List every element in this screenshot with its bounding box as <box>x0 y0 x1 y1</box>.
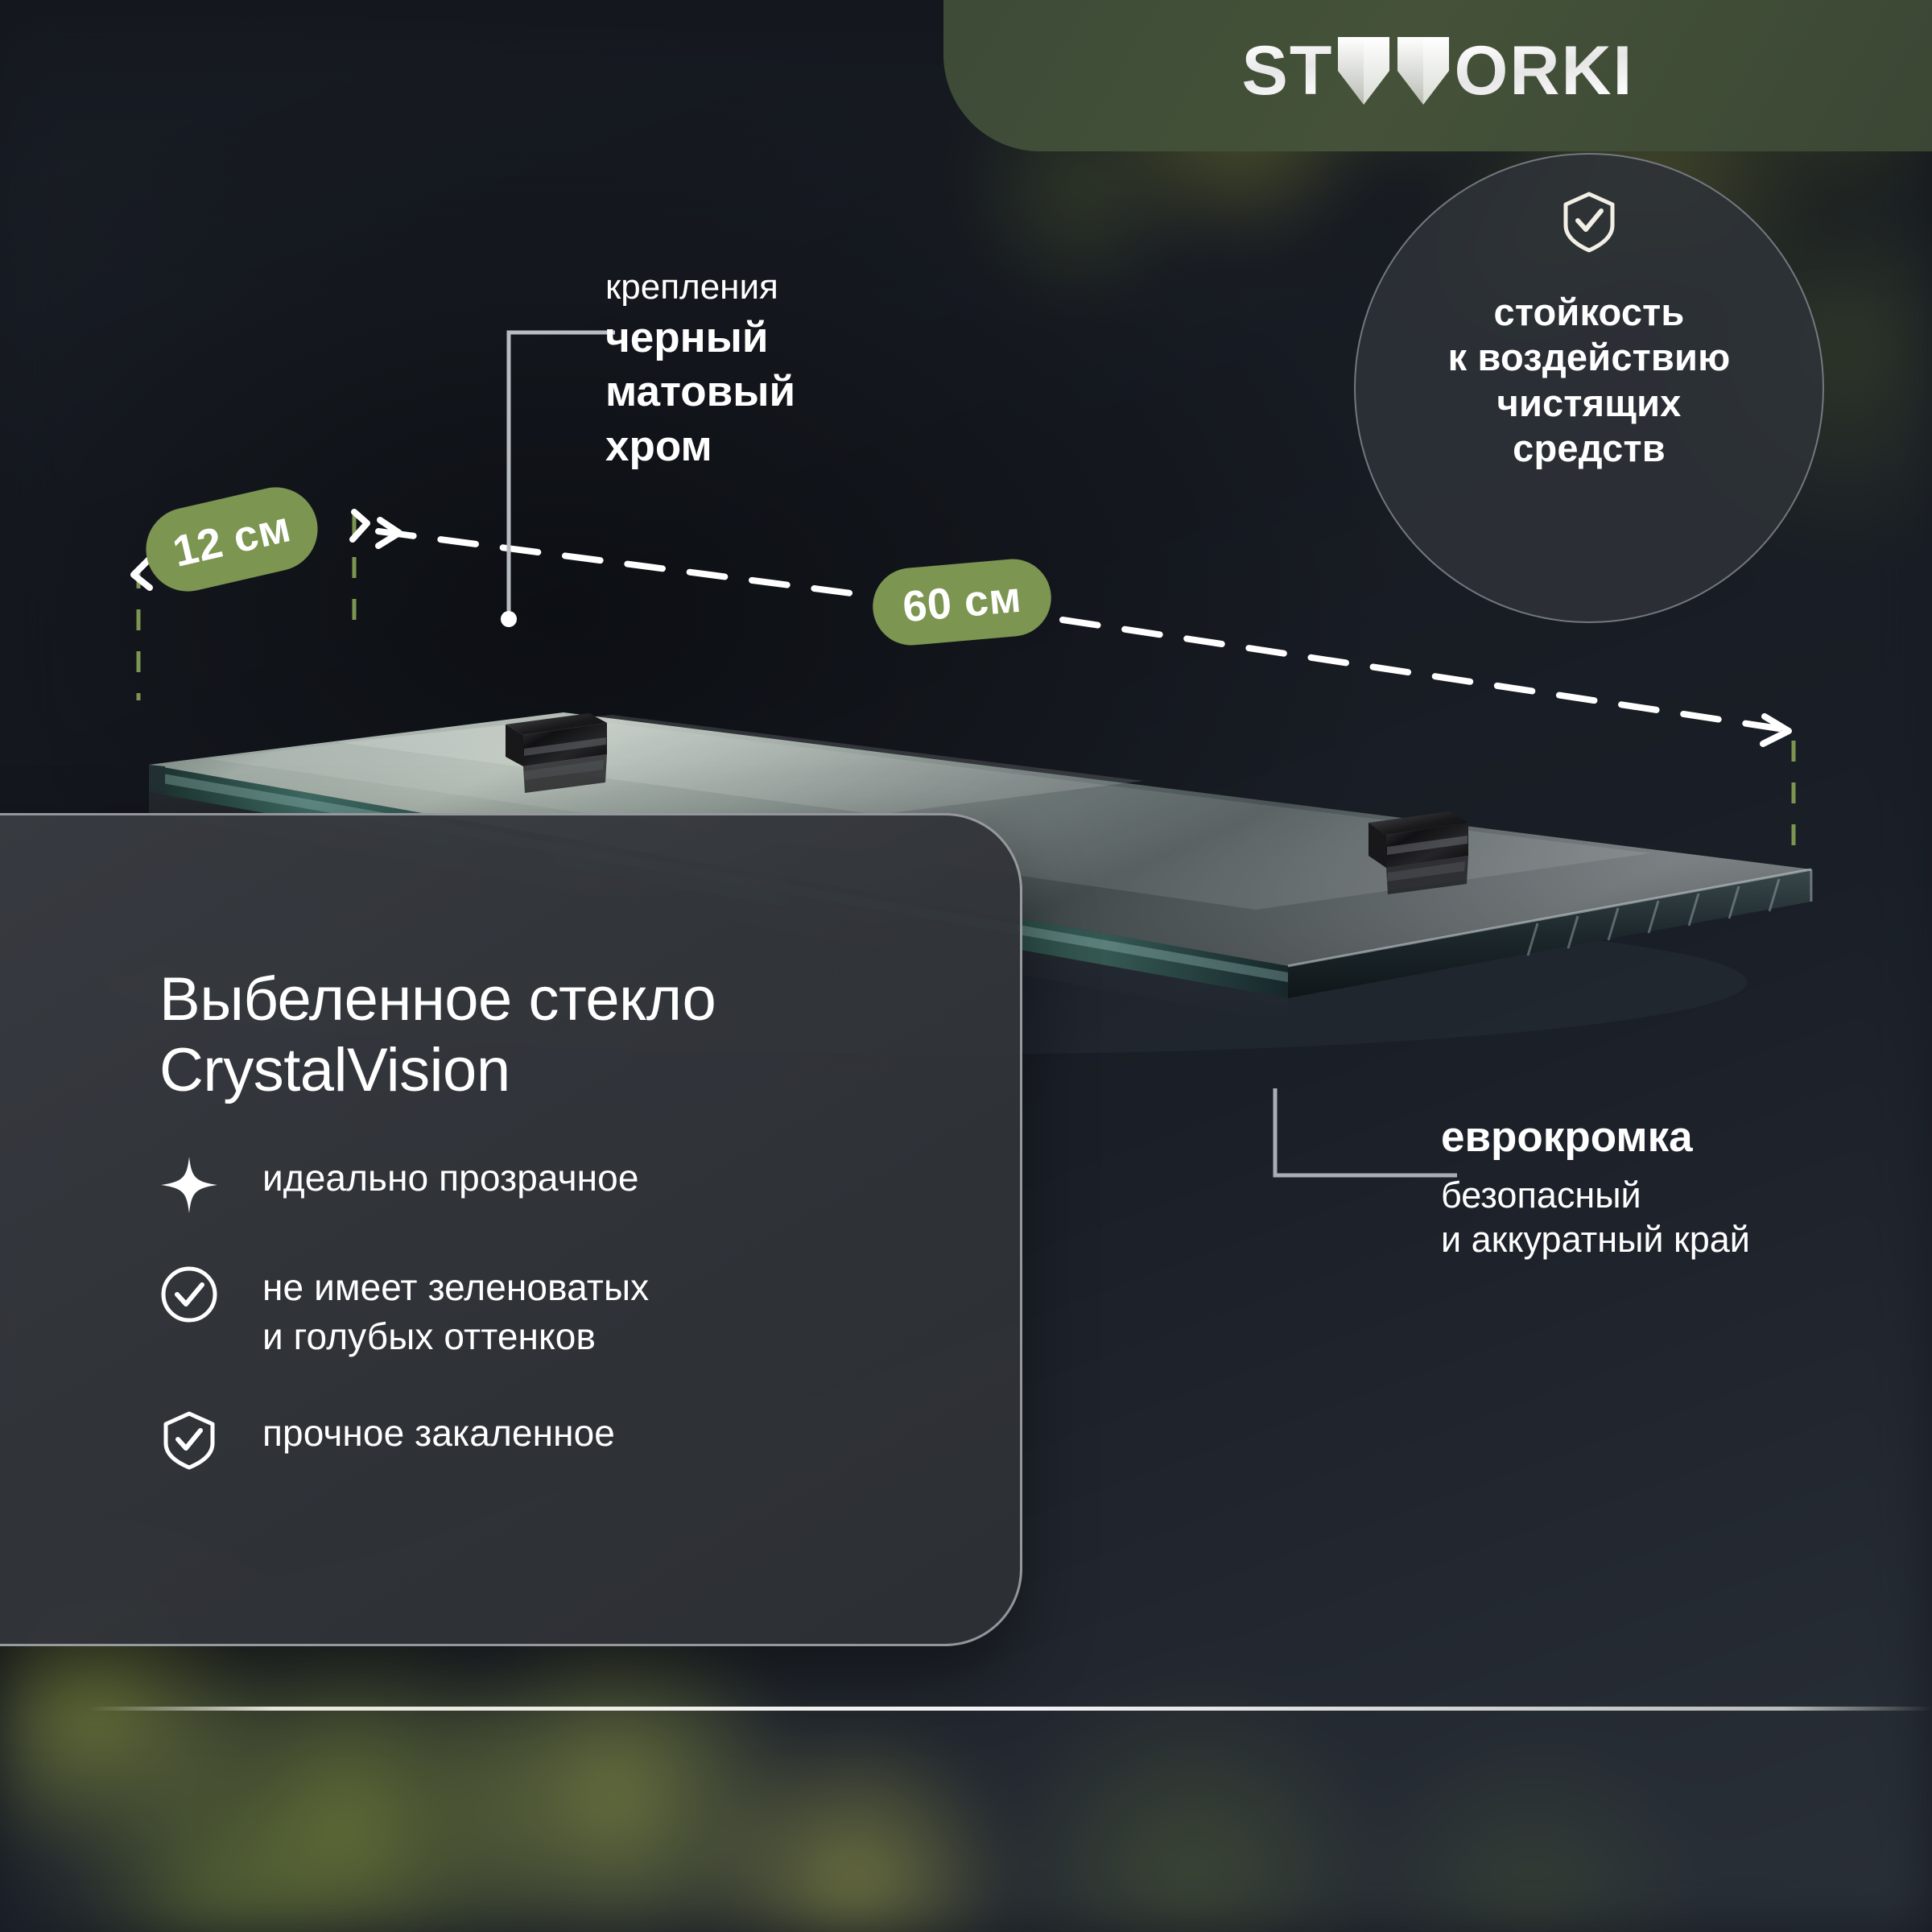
feature-item-tempered: прочное закаленное <box>159 1409 980 1470</box>
bottom-divider <box>89 1707 1932 1711</box>
feature-list: идеально прозрачное не имеет зеленоватых… <box>159 1154 980 1470</box>
edge-leader-line <box>1273 1088 1457 1178</box>
brand-logo-chip: ST ORKI <box>943 0 1932 151</box>
brand-logo: ST ORKI <box>1242 31 1634 111</box>
mount-leader-line <box>501 330 615 627</box>
brand-name-suffix: ORKI <box>1454 32 1634 109</box>
sparkle-icon <box>159 1155 219 1215</box>
feature-text-no-tint-line-2: и голубых оттенков <box>262 1315 597 1357</box>
feature-text-no-tint: не имеет зеленоватых и голубых оттенков <box>262 1263 649 1360</box>
brand-name-prefix: ST <box>1241 32 1334 109</box>
feature-text-no-tint-line-1: не имеет зеленоватых <box>262 1266 650 1308</box>
feature-item-transparent: идеально прозрачное <box>159 1154 980 1215</box>
card-title-line-2: CrystalVision <box>159 1036 510 1105</box>
edge-callout-title: еврокромка <box>1441 1113 1693 1161</box>
mount-bracket-left <box>506 713 607 793</box>
feature-text-tempered: прочное закаленное <box>262 1412 615 1455</box>
edge-callout: еврокромка безопасный и аккуратный край <box>1441 1113 1924 1262</box>
glass-info-card: Выбеленное стекло CrystalVision идеально… <box>0 813 1022 1646</box>
card-title-line-1: Выбеленное стекло <box>159 965 716 1034</box>
mount-callout-label: крепления <box>605 267 778 307</box>
badge-line-3: чистящих <box>1496 381 1682 424</box>
circle-check-icon <box>159 1265 219 1324</box>
double-chevron-w-mark-icon <box>1338 37 1450 105</box>
mount-callout: крепления черный матовый хром <box>605 266 943 472</box>
edge-callout-desc-line-1: безопасный <box>1441 1174 1641 1216</box>
feature-item-no-tint: не имеет зеленоватых и голубых оттенков <box>159 1263 980 1360</box>
cleaning-resistance-badge: стойкость к воздействию чистящих средств <box>1354 153 1824 623</box>
shield-check-icon <box>1563 192 1615 253</box>
badge-line-2: к воздействию <box>1447 336 1731 379</box>
shield-check-icon <box>159 1410 219 1470</box>
edge-callout-desc: безопасный и аккуратный край <box>1441 1173 1924 1263</box>
badge-line-4: средств <box>1513 427 1666 470</box>
mount-callout-value-1: черный <box>605 313 769 361</box>
edge-callout-desc-line-2: и аккуратный край <box>1441 1219 1750 1261</box>
badge-line-1: стойкость <box>1493 291 1685 333</box>
mount-callout-value-2: матовый <box>605 368 796 416</box>
card-title: Выбеленное стекло CrystalVision <box>159 964 964 1106</box>
mount-bracket-right <box>1368 811 1468 894</box>
mount-callout-value-3: хром <box>605 422 712 470</box>
feature-text-transparent: идеально прозрачное <box>262 1157 639 1199</box>
